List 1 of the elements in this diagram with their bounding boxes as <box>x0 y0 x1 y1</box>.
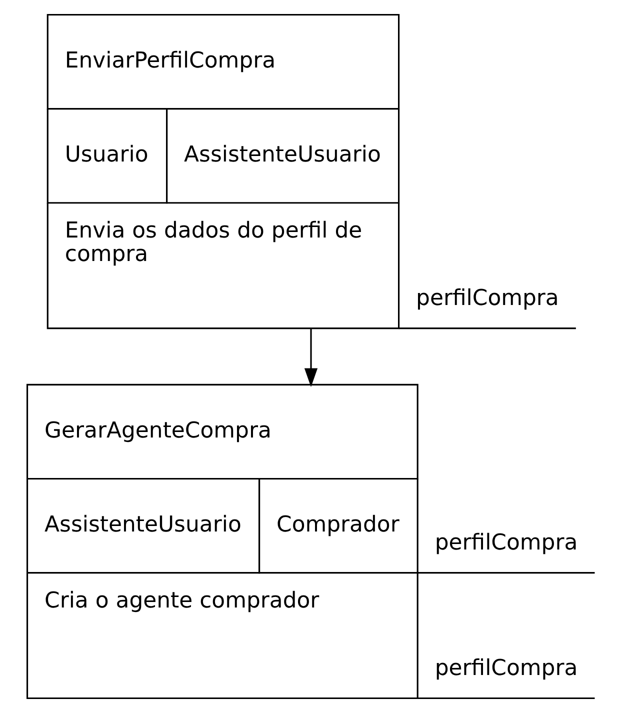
arrow <box>304 328 318 388</box>
